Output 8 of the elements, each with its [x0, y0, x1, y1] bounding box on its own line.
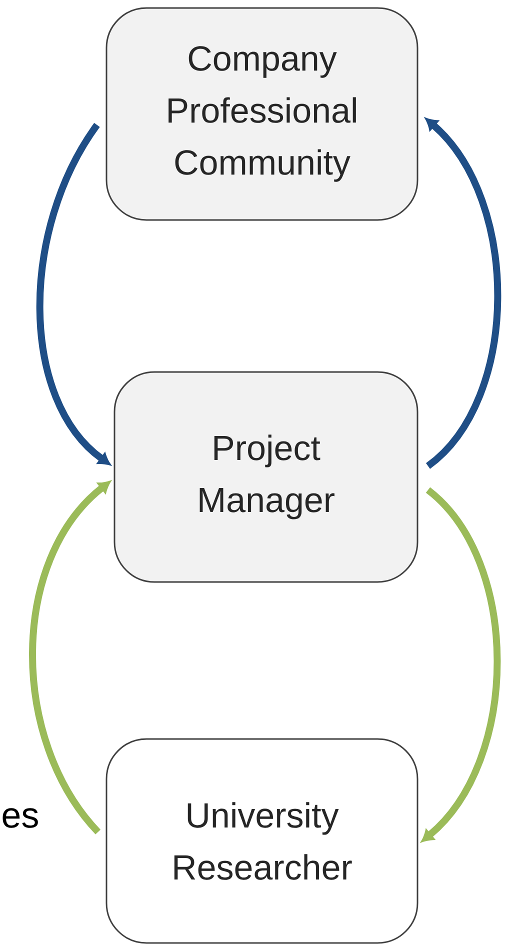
process-box: Project Manager: [114, 371, 418, 583]
arrow: [36, 123, 110, 466]
arrow: [422, 487, 501, 842]
process-box: Company Professional Community: [106, 7, 418, 221]
partial-text: es: [2, 808, 38, 828]
arrow: [426, 118, 502, 469]
process-box: University Researcher: [106, 738, 418, 944]
arrow: [29, 481, 110, 834]
